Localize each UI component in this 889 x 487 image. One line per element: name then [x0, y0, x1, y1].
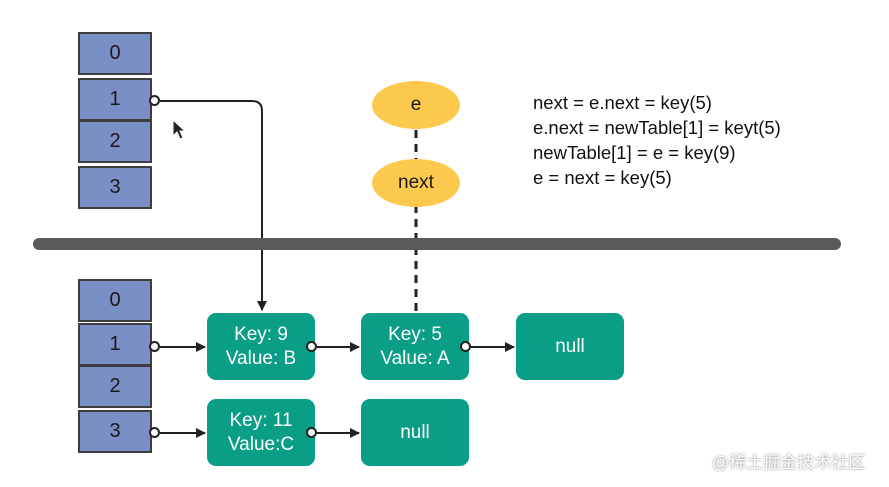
- null-label: null: [555, 335, 585, 357]
- code-line: e.next = newTable[1] = keyt(5): [533, 117, 781, 138]
- null-node: null: [361, 399, 469, 466]
- node-key-5: Key: 5 Value: A: [361, 313, 469, 380]
- new-table-1-pointer-dot: [149, 341, 160, 352]
- node-9-next-pointer-dot: [306, 341, 317, 352]
- code-line: next = e.next = key(5): [533, 92, 712, 113]
- node-5-next-pointer-dot: [460, 341, 471, 352]
- node-key-label: Key: 11: [229, 409, 293, 431]
- new-table-cell-2: 2: [78, 365, 152, 408]
- node-key-label: Key: 9: [234, 323, 288, 345]
- new-table-cell-1: 1: [78, 323, 152, 366]
- node-11-next-pointer-dot: [306, 427, 317, 438]
- null-label: null: [400, 421, 430, 443]
- code-block: next = e.next = key(5) e.next = newTable…: [533, 90, 781, 190]
- cursor-icon: [172, 118, 187, 140]
- old-table-cell-1: 1: [78, 78, 152, 121]
- new-table-cell-0: 0: [78, 279, 152, 322]
- code-line: newTable[1] = e = key(9): [533, 142, 736, 163]
- new-table-3-pointer-dot: [149, 427, 160, 438]
- node-key-9: Key: 9 Value: B: [207, 313, 315, 380]
- old-table-1-pointer-dot: [149, 95, 160, 106]
- next-pointer-oval: next: [372, 159, 460, 207]
- code-line: e = next = key(5): [533, 167, 672, 188]
- new-table-cell-3: 3: [78, 410, 152, 453]
- node-value-label: Value: B: [225, 347, 297, 369]
- node-key-11: Key: 11 Value:C: [207, 399, 315, 466]
- null-node: null: [516, 313, 624, 380]
- node-key-label: Key: 5: [388, 323, 442, 345]
- old-table-cell-0: 0: [78, 32, 152, 75]
- node-value-label: Value: A: [380, 347, 450, 369]
- watermark-text: @稀土掘金技术社区: [712, 453, 866, 472]
- node-value-label: Value:C: [227, 433, 295, 455]
- e-pointer-oval: e: [372, 81, 460, 129]
- section-divider: [33, 238, 841, 250]
- old-table-link-arrow: [160, 100, 267, 311]
- old-table-cell-3: 3: [78, 166, 152, 209]
- old-table-cell-2: 2: [78, 120, 152, 163]
